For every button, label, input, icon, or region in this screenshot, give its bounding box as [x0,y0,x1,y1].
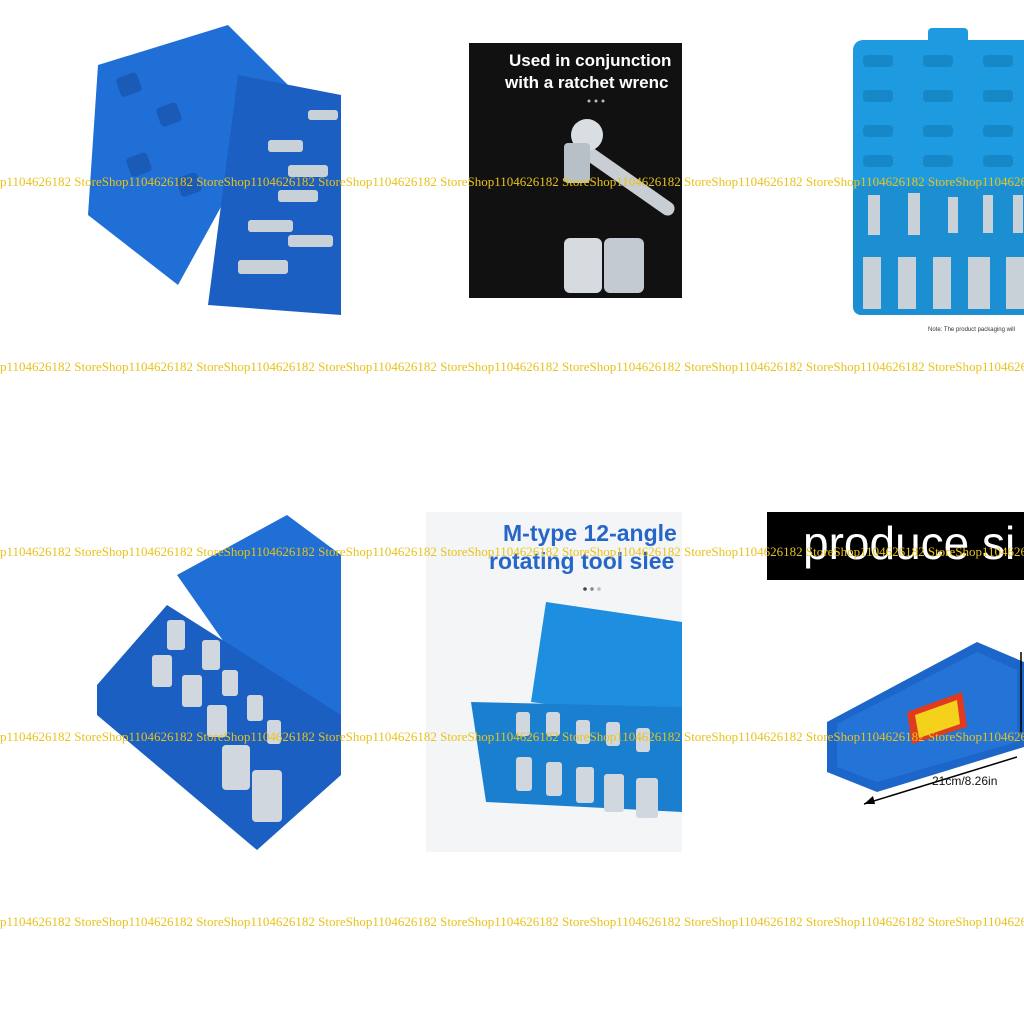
mtype-illustration [471,587,682,818]
ratchet-caption-line1: Used in conjunction [509,51,672,70]
mtype-heading-line1: M-type 12-angle [503,520,677,546]
size-header-text: produce si [803,517,1016,569]
size-width-label: 21cm/8.26in [932,774,998,788]
product-image-open-case[interactable]: Note: The product packaging will [848,25,1024,340]
size-header-bar: produce si [767,512,1024,580]
product-image-size[interactable]: produce si 21cm/8.26in [767,512,1024,822]
mtype-heading-line2: rotating tool slee [489,548,675,574]
size-illustration [827,642,1024,805]
watermark-row: p1104626182 StoreShop1104626182 StoreSho… [0,914,1024,929]
ratchet-caption-line2: with a ratchet wrenc [505,73,669,92]
ratchet-illustration [564,99,675,293]
open-case-illustration [853,28,1024,315]
case-sockets-illustration [97,515,341,850]
product-image-mtype[interactable]: M-type 12-angle rotating tool slee [426,512,682,852]
product-image-ratchet[interactable]: Used in conjunction with a ratchet wrenc [469,43,682,298]
product-image-case-sockets[interactable] [97,515,341,850]
packaging-note: Note: The product packaging will [928,327,1015,333]
product-image-case-angled[interactable] [88,25,341,315]
case-illustration [88,25,341,315]
watermark-row: p1104626182 StoreShop1104626182 StoreSho… [0,359,1024,374]
